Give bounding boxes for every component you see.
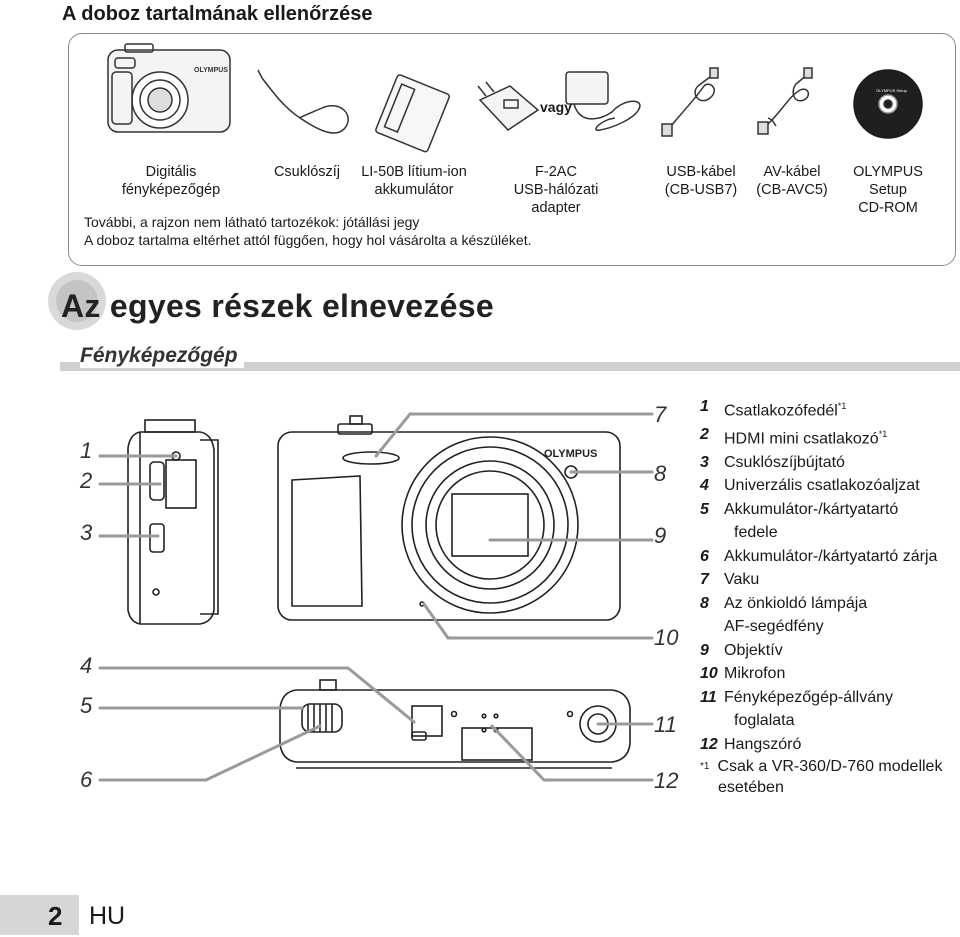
part-number: 7: [700, 571, 709, 589]
caption-cd-rom: OLYMPUS Setup CD-ROM: [853, 164, 923, 216]
footnote-line1: Csak a VR-360/D-760 modellek: [717, 758, 943, 775]
caption-battery: LI-50B lítium-ion akkumulátor: [361, 164, 467, 198]
part-text: Fényképezőgép-állvány foglalata: [724, 686, 960, 733]
box-contents-title: A doboz tartalmának ellenőrzése: [62, 3, 373, 25]
camera-bottom-view: [279, 679, 631, 769]
part-number: 8: [700, 594, 709, 612]
or-label: vagy: [540, 99, 572, 115]
part-item: 3 Csuklószíjbújtató: [700, 451, 960, 475]
part-number: 11: [700, 688, 717, 706]
part-label: Az önkioldó lámpája: [724, 594, 868, 612]
part-label: Hangszóró: [724, 735, 802, 753]
part-label: Univerzális csatlakozóaljzat: [724, 477, 920, 495]
callout-5: 5: [80, 693, 93, 718]
callout-10: 10: [654, 625, 679, 650]
box-contents-frame: [68, 33, 956, 266]
footnote: *1 Csak a VR-360/D-760 modellek esetében: [700, 756, 942, 798]
part-item: 7 Vaku: [700, 568, 960, 592]
part-number: 6: [700, 547, 709, 565]
page-number-bar: [0, 895, 79, 935]
part-label: Csuklószíjbújtató: [724, 453, 845, 471]
part-text: Csatlakozófedél*1: [724, 395, 960, 423]
part-text: Akkumulátor-/kártyatartó fedele: [724, 498, 960, 545]
part-number: 5: [700, 500, 709, 518]
part-item: 9 Objektív: [700, 639, 960, 663]
part-number: 10: [700, 665, 718, 683]
subtitle-bar: [60, 362, 960, 371]
part-number: 12: [700, 735, 718, 753]
front-brand-text: OLYMPUS: [544, 448, 597, 460]
part-label-line2: foglalata: [734, 712, 795, 730]
part-label: Akkumulátor-/kártyatartó zárja: [724, 547, 938, 565]
callout-7: 7: [654, 402, 667, 427]
part-label-line2: AF-segédfény: [724, 618, 824, 636]
part-label: Mikrofon: [724, 665, 786, 683]
caption-usb-cable: USB-kábel (CB-USB7): [664, 164, 738, 198]
part-number: 2: [700, 425, 709, 443]
callout-1: 1: [80, 438, 93, 463]
camera-side-view: [127, 419, 219, 625]
page-number: 2: [48, 901, 63, 931]
part-label-line2: fedele: [734, 524, 778, 542]
footnote-line2: esetében: [718, 779, 784, 796]
callout-6: 6: [80, 767, 93, 792]
note-accessories: További, a rajzon nem látható tartozékok…: [84, 214, 420, 230]
part-item: 1 Csatlakozófedél*1: [700, 395, 960, 423]
part-footnote-mark: *1: [878, 428, 888, 439]
callout-9: 9: [654, 523, 667, 548]
part-item: 10 Mikrofon: [700, 662, 960, 686]
part-text: HDMI mini csatlakozó*1: [724, 423, 960, 451]
callout-12: 12: [654, 768, 679, 793]
caption-strap: Csuklószíj: [273, 164, 341, 180]
callout-2: 2: [80, 468, 93, 493]
part-label: Fényképezőgép-állvány: [724, 688, 893, 706]
part-item: 4 Univerzális csatlakozóaljzat: [700, 474, 960, 498]
part-number: 1: [700, 398, 709, 415]
caption-av-cable: AV-kábel (CB-AVC5): [756, 164, 828, 198]
part-item: 2 HDMI mini csatlakozó*1: [700, 423, 960, 451]
part-label: Vaku: [724, 571, 760, 589]
part-number: 9: [700, 641, 709, 659]
part-label: Csatlakozófedél: [724, 402, 838, 420]
callout-8: 8: [654, 461, 667, 486]
section-title: Az egyes részek elnevezése: [61, 288, 494, 324]
part-footnote-mark: *1: [837, 401, 847, 411]
part-item: 11 Fényképezőgép-állvány foglalata: [700, 686, 960, 733]
part-number: 4: [700, 477, 709, 495]
section-badge-inner: [56, 280, 98, 322]
part-item: 5 Akkumulátor-/kártyatartó fedele: [700, 498, 960, 545]
part-label: Objektív: [724, 641, 783, 659]
part-item: 12 Hangszóró: [700, 733, 960, 757]
callout-11: 11: [654, 712, 677, 737]
subsection-title: Fényképezőgép: [80, 344, 244, 368]
page-language: HU: [89, 902, 126, 930]
note-contents-vary: A doboz tartalma eltérhet attól függően,…: [84, 232, 532, 248]
part-item: 6 Akkumulátor-/kártyatartó zárja: [700, 545, 960, 569]
callout-3: 3: [80, 520, 93, 545]
part-number: 3: [700, 453, 709, 471]
part-label: HDMI mini csatlakozó: [724, 430, 879, 448]
footnote-mark: *1: [700, 761, 710, 772]
part-label: Akkumulátor-/kártyatartó: [724, 500, 899, 518]
camera-front-view: [277, 415, 621, 621]
callout-4: 4: [80, 653, 93, 678]
caption-adapter: F-2AC USB-hálózati adapter: [513, 164, 599, 216]
caption-camera: Digitális fényképezőgép: [121, 164, 221, 198]
